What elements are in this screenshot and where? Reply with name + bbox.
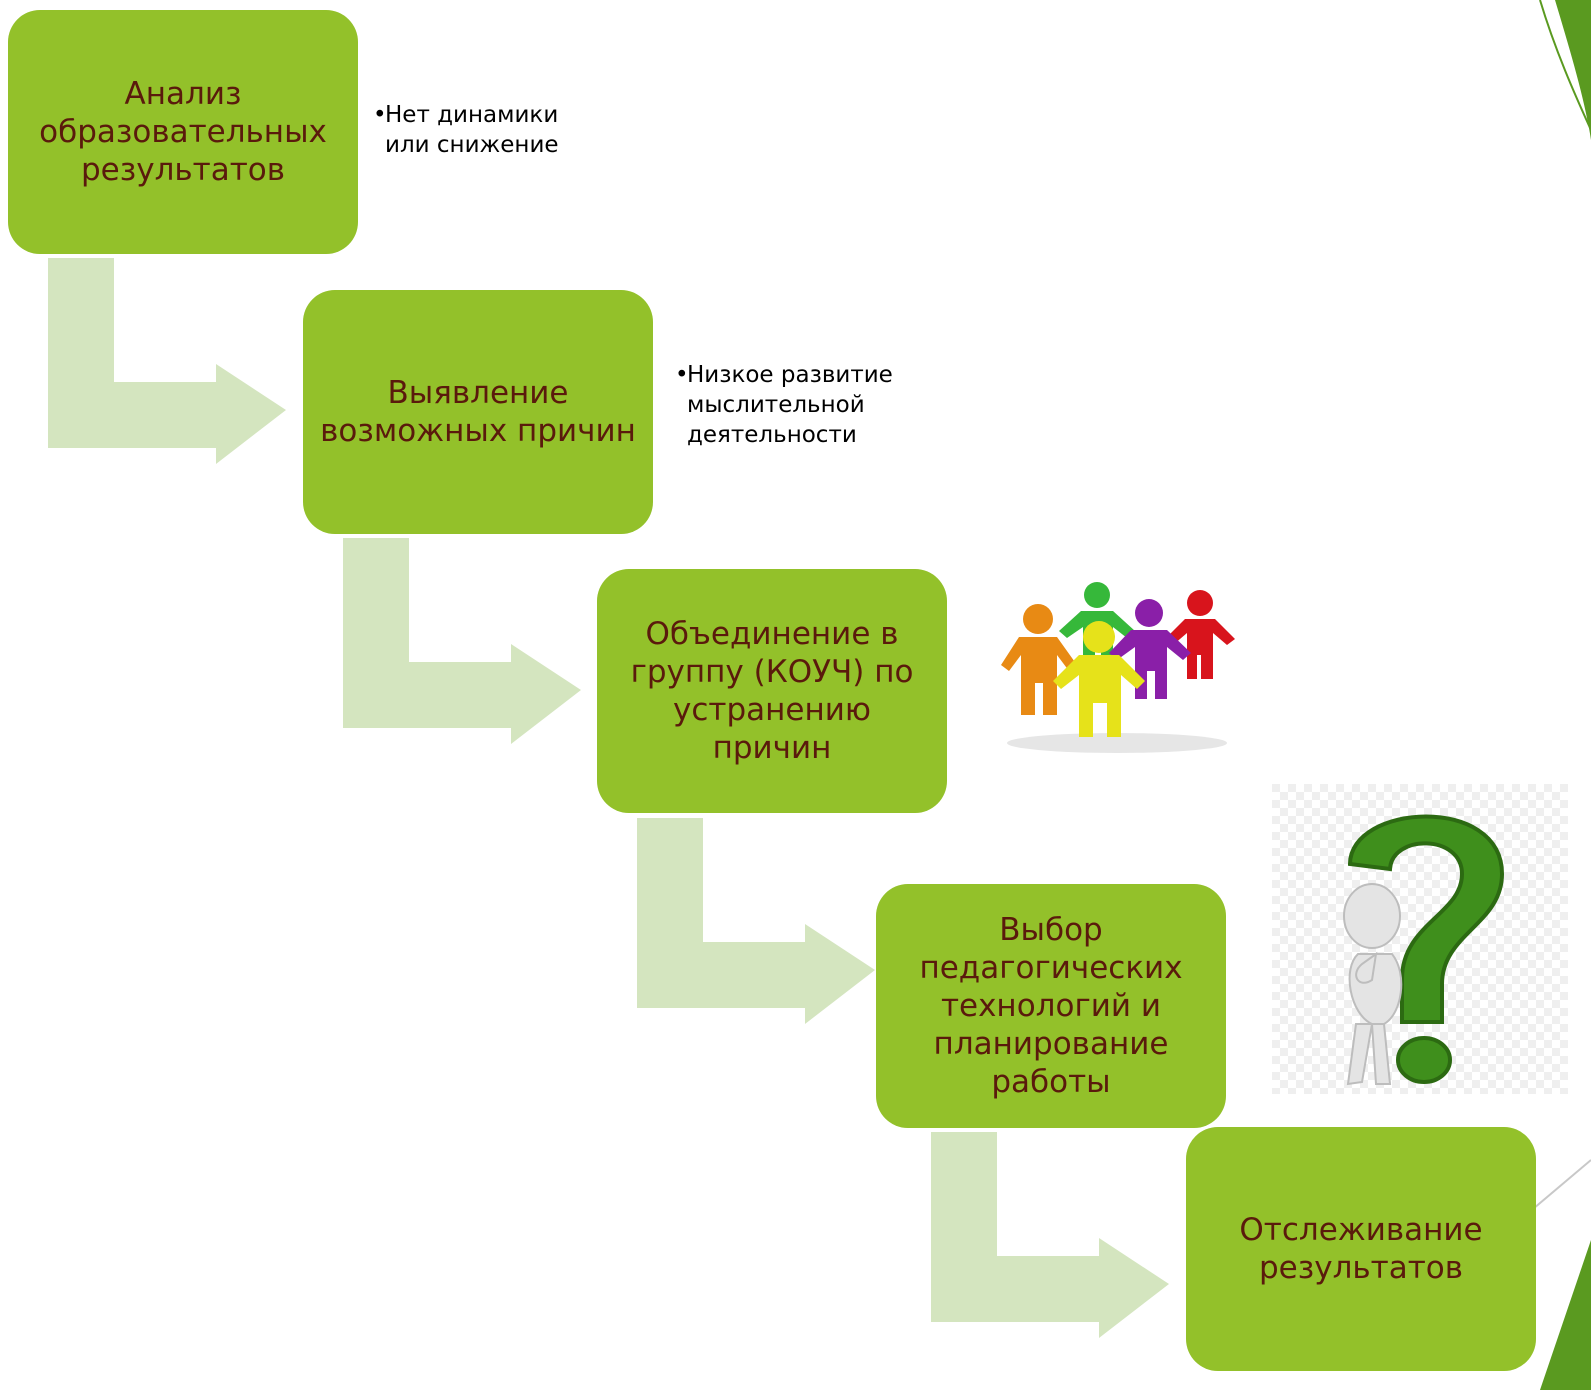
step-label: Выявление возможных причин bbox=[320, 375, 636, 449]
step-box-coach-group: Объединение в группу (КОУЧ) по устранени… bbox=[597, 569, 947, 813]
note-text: Нет динамики или снижение bbox=[385, 102, 559, 158]
step-label: Анализ образовательных результатов bbox=[39, 76, 327, 188]
bent-arrow-2 bbox=[343, 538, 581, 744]
orange-person-figure bbox=[1001, 604, 1077, 715]
question-mark-dot bbox=[1396, 1036, 1452, 1084]
bullet: • bbox=[373, 102, 387, 128]
step-label: Объединение в группу (КОУЧ) по устранени… bbox=[630, 616, 914, 766]
step-box-causes: Выявление возможных причин bbox=[303, 290, 653, 534]
yellow-person-figure bbox=[1053, 621, 1145, 737]
step-box-analysis: Анализ образовательных результатов bbox=[8, 10, 358, 254]
bent-arrow-3 bbox=[637, 818, 875, 1024]
thinking-figure-question-mark-image bbox=[1272, 784, 1568, 1094]
step-label: Отслеживание результатов bbox=[1239, 1212, 1483, 1286]
question-mark-icon bbox=[1347, 814, 1505, 1024]
step-box-monitoring: Отслеживание результатов bbox=[1186, 1127, 1536, 1371]
note-text: Низкое развитие мыслительной деятельност… bbox=[687, 362, 893, 448]
thinking-person-figure bbox=[1343, 883, 1403, 1086]
purple-person-figure bbox=[1109, 599, 1191, 699]
bullet: • bbox=[675, 362, 689, 388]
bent-arrow-1 bbox=[48, 258, 286, 464]
people-group-image bbox=[1001, 582, 1235, 753]
note-low-thinking: • Низкое развитие мыслительной деятельно… bbox=[675, 360, 905, 450]
red-person-figure bbox=[1165, 590, 1235, 679]
top-right-corner-accent bbox=[1539, 0, 1591, 140]
note-no-dynamics: • Нет динамики или снижение bbox=[373, 100, 603, 160]
step-label: Выбор педагогических технологий и планир… bbox=[919, 912, 1183, 1100]
step-box-technologies: Выбор педагогических технологий и планир… bbox=[876, 884, 1226, 1128]
bent-arrow-4 bbox=[931, 1132, 1169, 1338]
